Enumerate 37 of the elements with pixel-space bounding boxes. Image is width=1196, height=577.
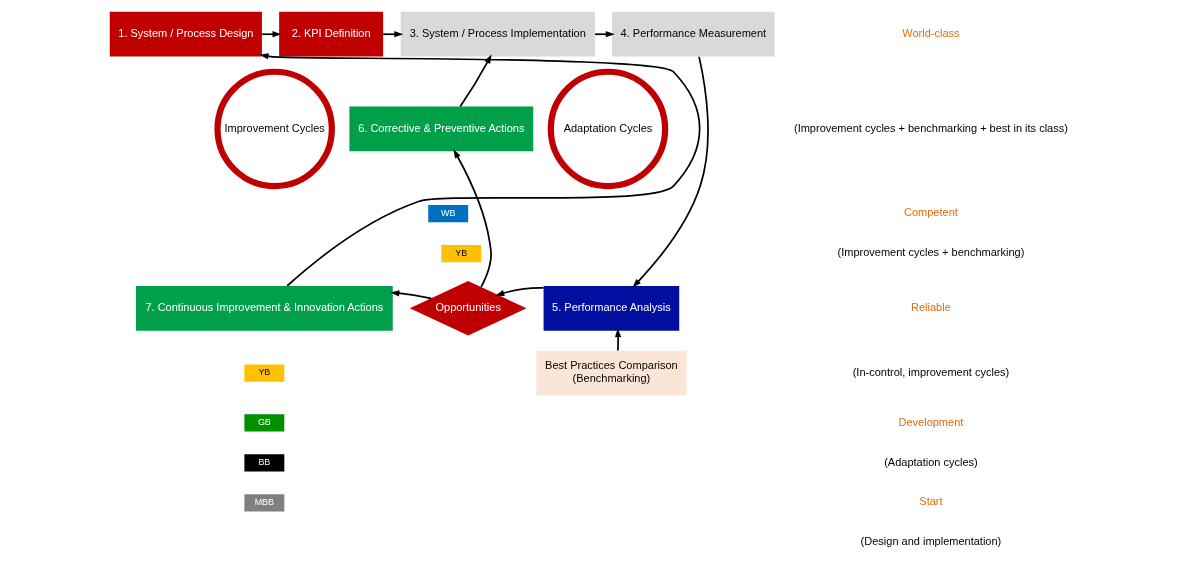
label: Reliable: [910, 300, 951, 313]
arrow: [614, 328, 621, 352]
node-box: 2. KPI Definition: [278, 11, 383, 57]
label: (Design and implementation): [860, 535, 1001, 548]
node-box: 6. Corrective & Preventive Actions: [348, 106, 533, 152]
arrow: [389, 290, 432, 300]
node-box: WB: [427, 205, 468, 223]
node-box: 7. Continuous Improvement & Innovation Actions: [135, 285, 393, 331]
arrow: [381, 31, 403, 38]
node-diamond: Opportunities: [409, 281, 527, 336]
node-circle: Improvement Cycles: [213, 68, 335, 190]
arrow: [458, 54, 492, 108]
arrow: [260, 31, 281, 38]
label: Competent: [903, 206, 958, 219]
label: (Improvement cycles + benchmarking): [837, 246, 1024, 259]
label: (In-control, improvement cycles): [852, 365, 1009, 378]
node-box: YB: [440, 244, 481, 263]
node-box: 1. System / Process Design: [109, 11, 262, 57]
arrow: [494, 287, 544, 296]
node-box: 5. Performance Analysis: [543, 285, 679, 331]
node-box: 4. Performance Measurement: [611, 11, 775, 57]
label: (Adaptation cycles): [883, 455, 978, 468]
label: Start: [918, 495, 943, 508]
label: Development: [898, 415, 963, 428]
label: (Improvement cycles + benchmarking + best in its class): [793, 121, 1068, 134]
node-box: 3. System / Process Implementation: [400, 11, 595, 57]
arrow: [631, 56, 709, 288]
node-box: MBB: [243, 494, 284, 512]
node-box: GB: [243, 414, 284, 432]
node-box: YB: [243, 364, 284, 382]
node-box: Best Practices Comparison (Benchmarking): [535, 350, 686, 396]
arrow: [259, 53, 701, 287]
arrow: [593, 31, 615, 38]
node-circle: Adaptation Cycles: [547, 68, 668, 190]
label: World-class: [901, 26, 960, 39]
node-box: BB: [243, 454, 284, 472]
arrow: [452, 149, 492, 288]
